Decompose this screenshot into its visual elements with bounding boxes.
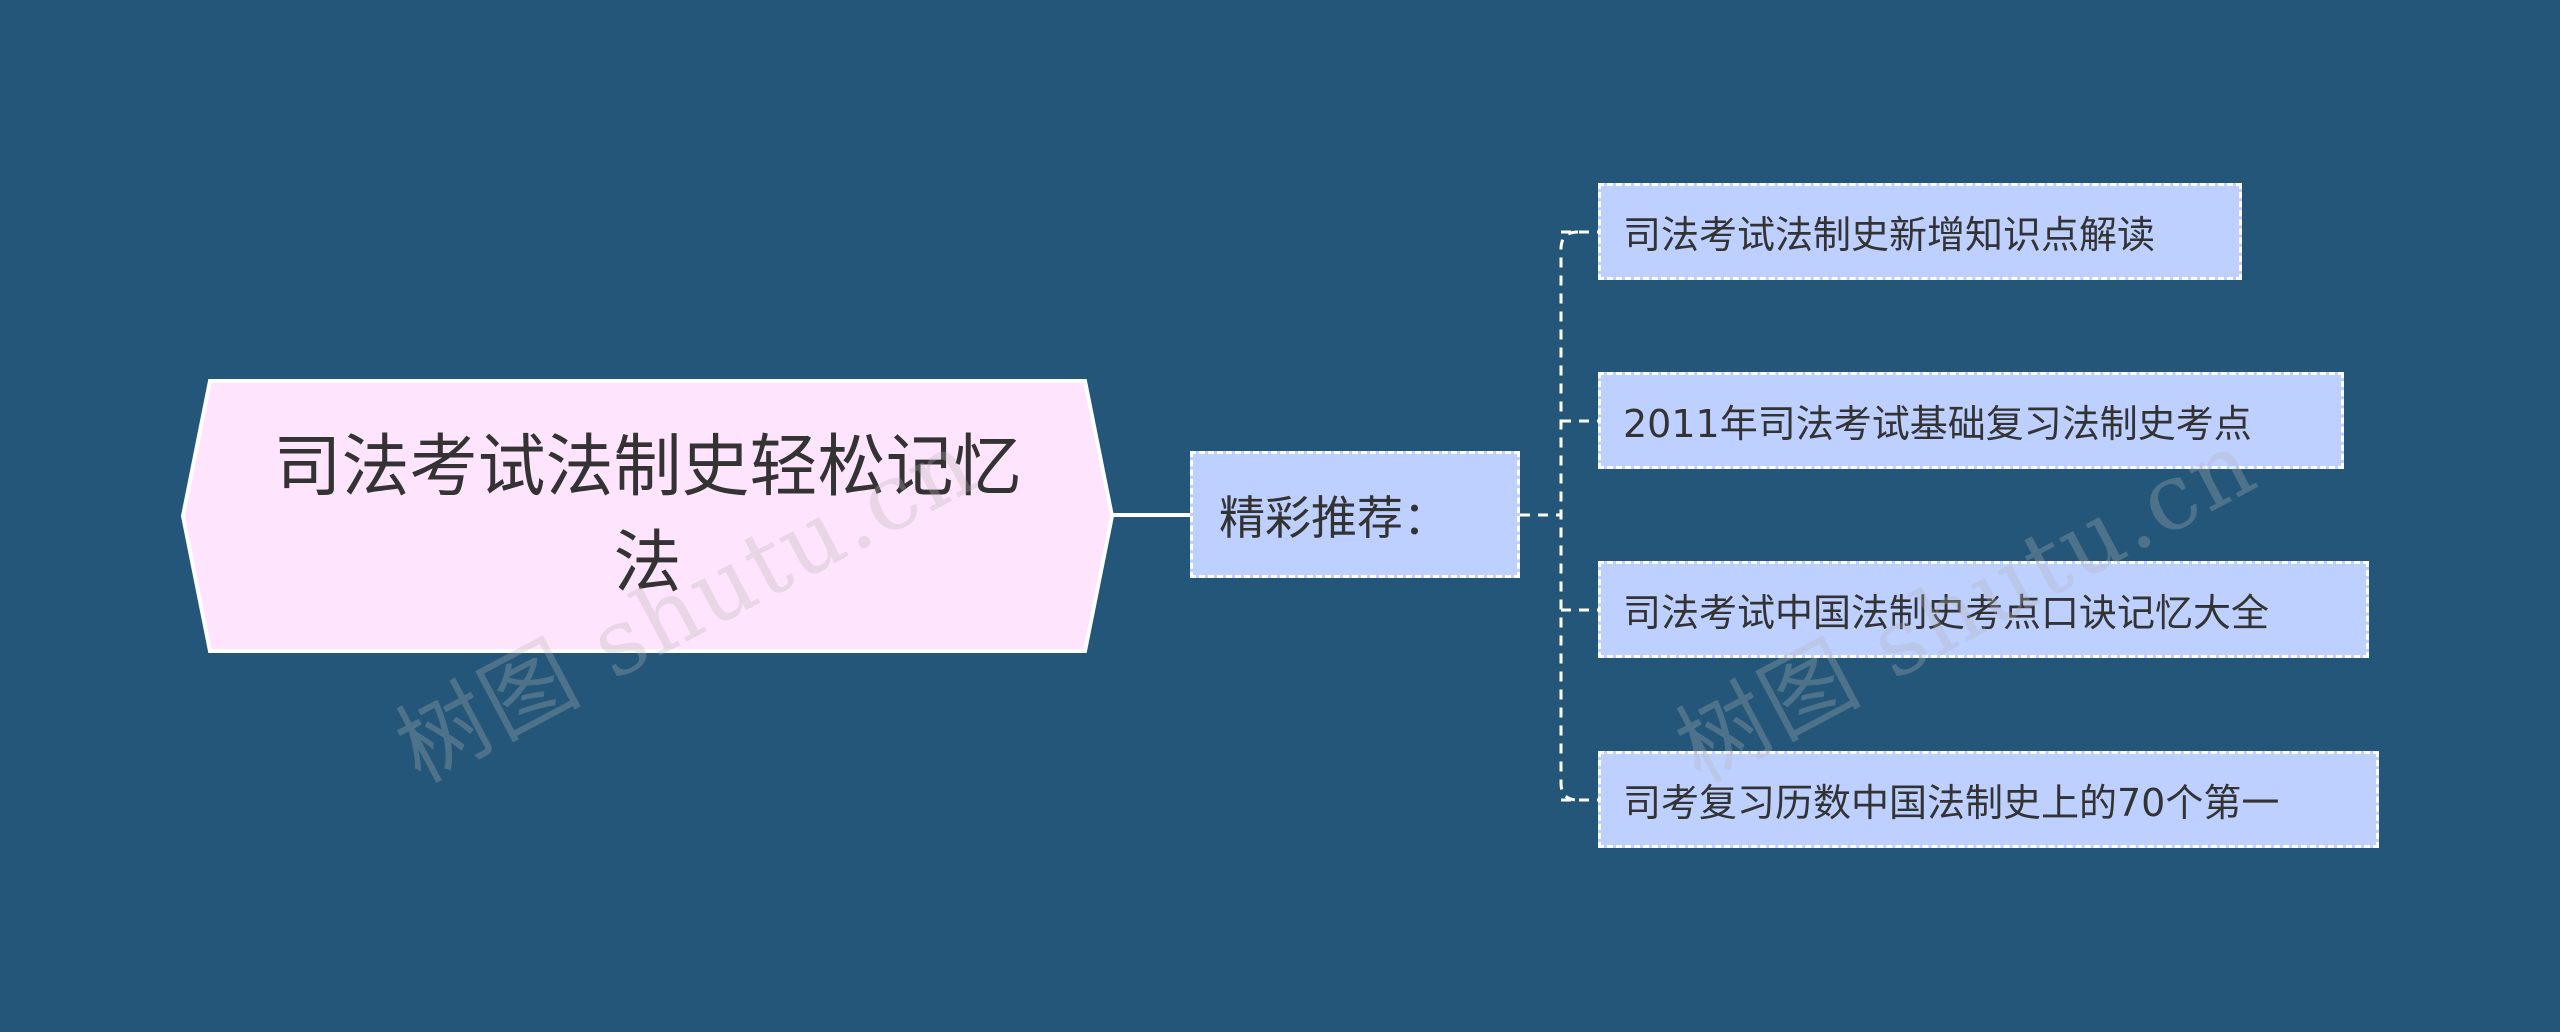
leaf-node[interactable]: 司考复习历数中国法制史上的70个第一 [1598, 751, 2379, 848]
root-hexagon-shape [180, 379, 1115, 653]
leaf-node[interactable]: 2011年司法考试基础复习法制史考点 [1598, 372, 2344, 469]
root-topic-title: 司法考试法制史轻松记忆法 [273, 428, 1022, 603]
root-topic-node[interactable]: 司法考试法制史轻松记忆法 [180, 378, 1115, 654]
trunk-connector [1559, 230, 1579, 802]
leaf-node[interactable]: 司法考试法制史新增知识点解读 [1598, 183, 2242, 280]
branch-node-recommendations[interactable]: 精彩推荐： [1190, 451, 1520, 578]
leaf-node[interactable]: 司法考试中国法制史考点口诀记忆大全 [1598, 561, 2369, 658]
